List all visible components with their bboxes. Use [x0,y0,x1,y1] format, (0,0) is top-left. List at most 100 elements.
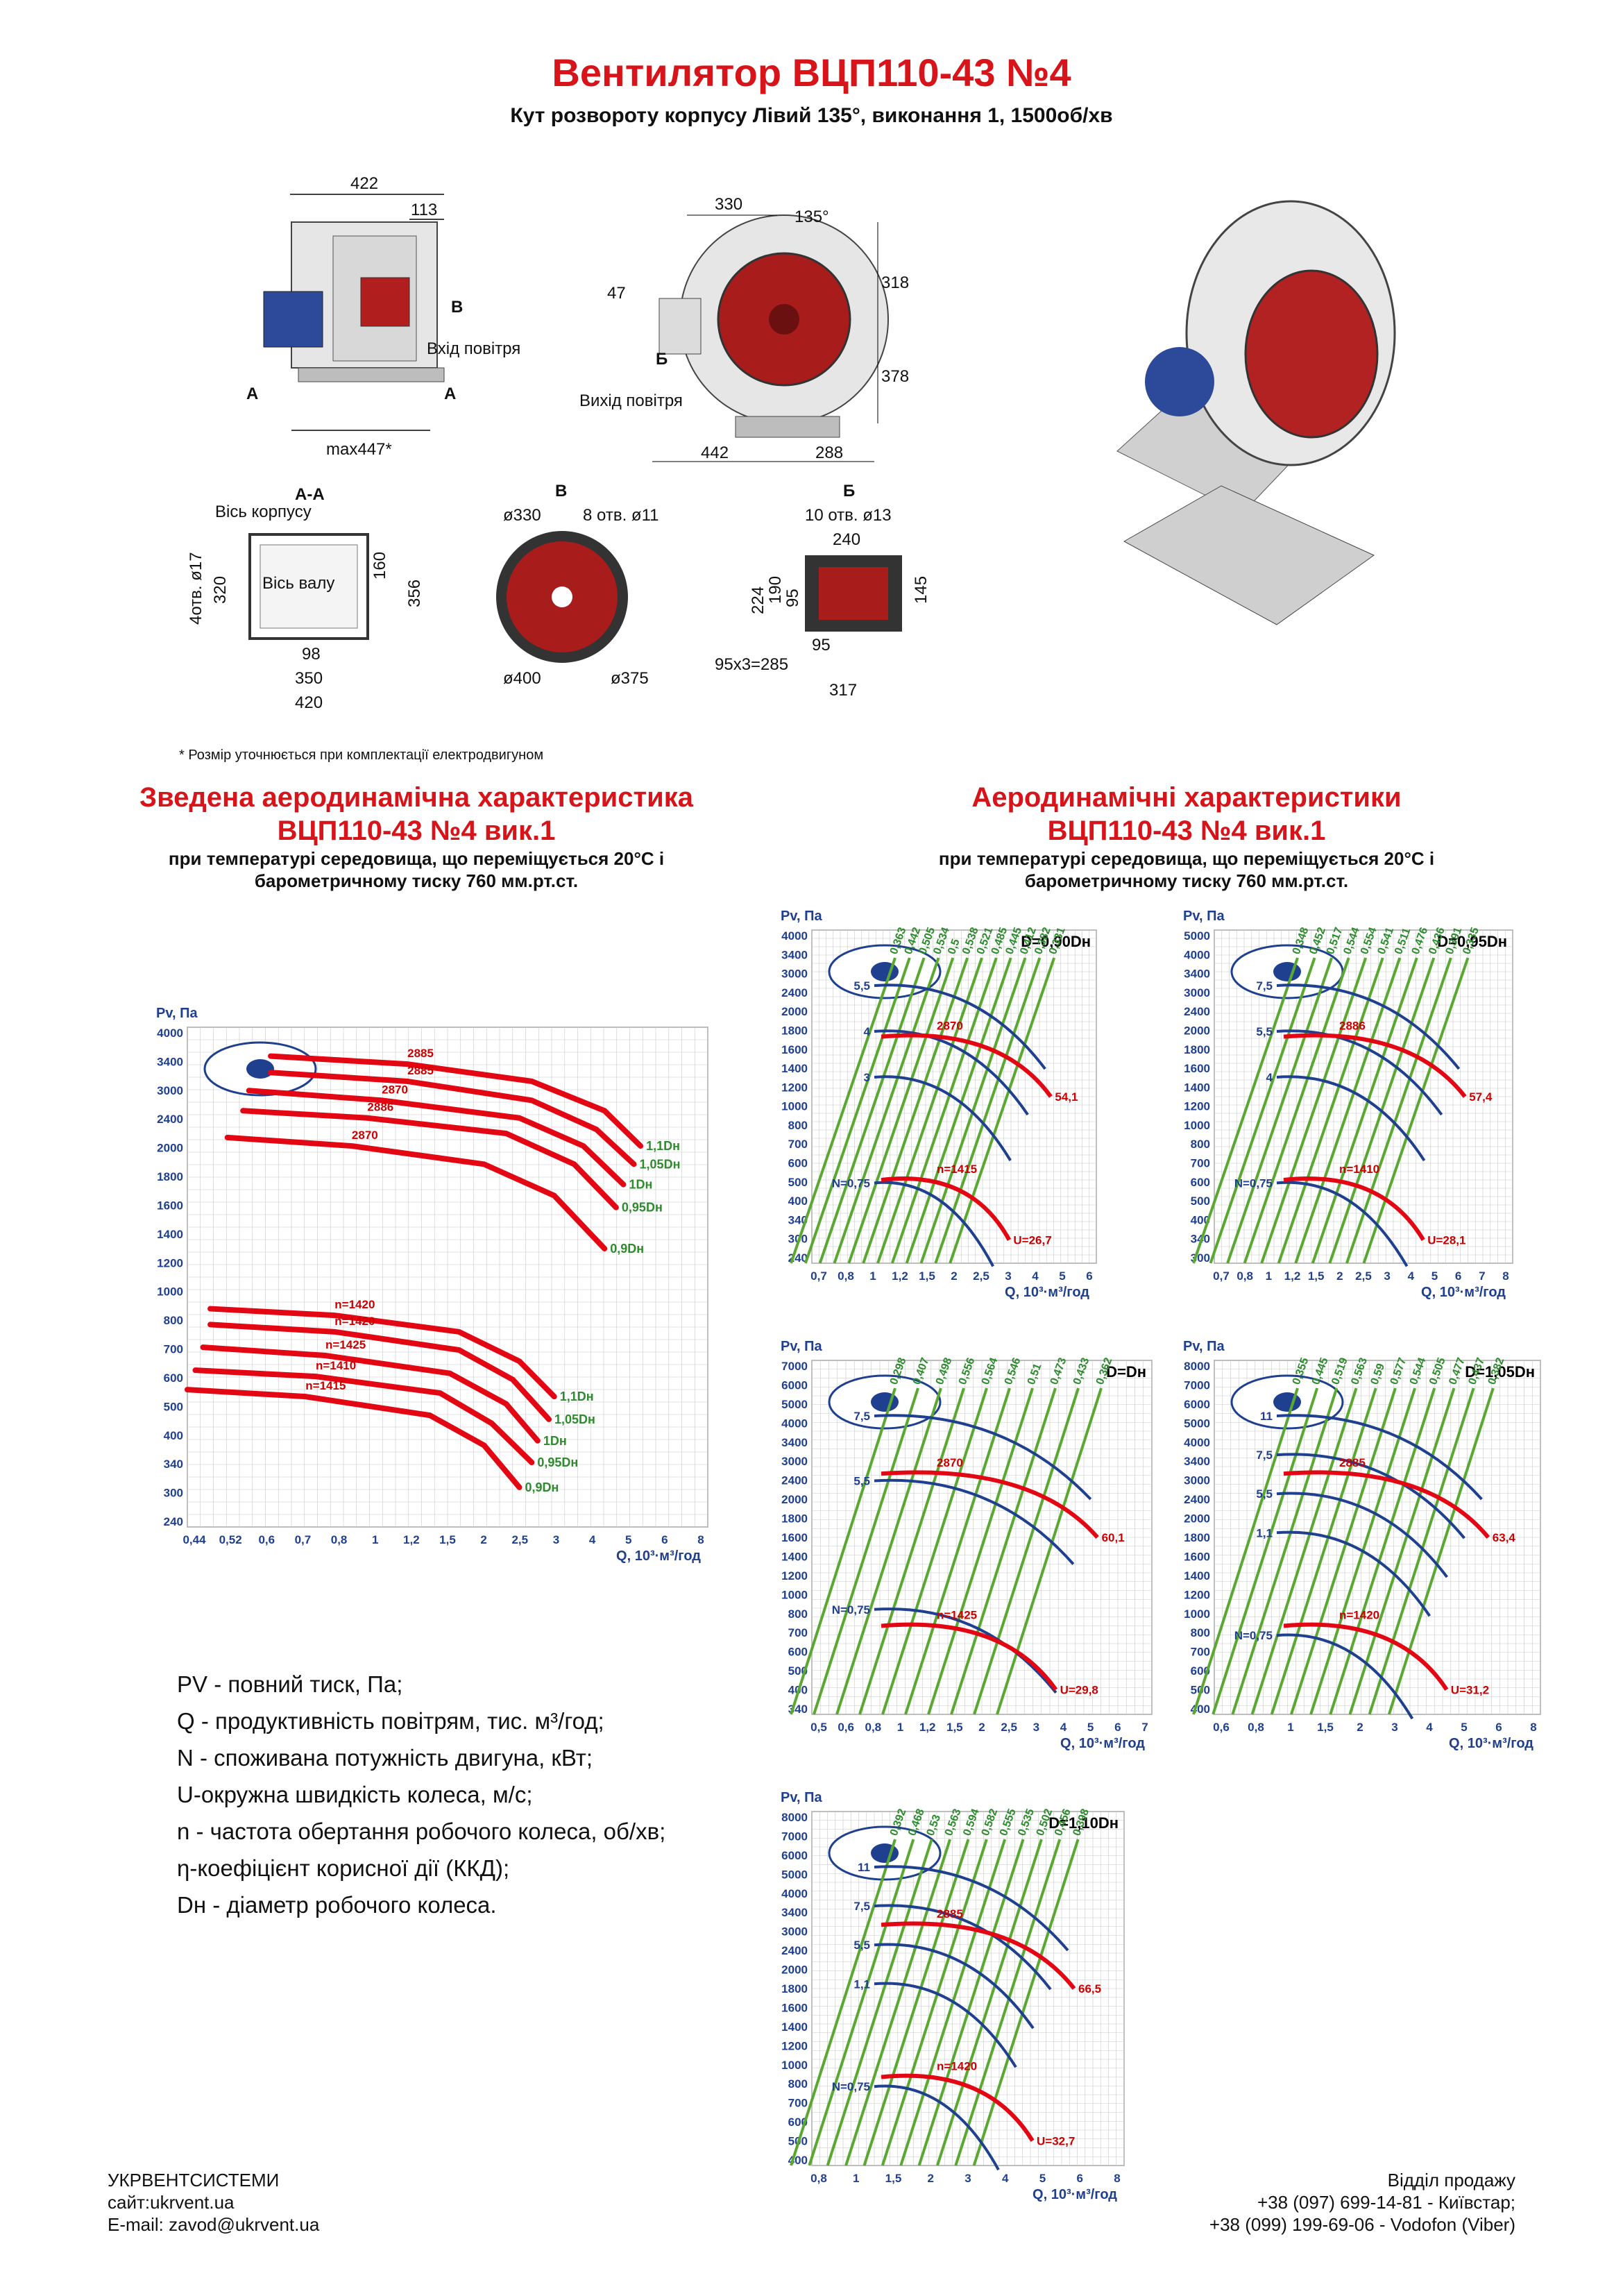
dim-95b: 95 [812,636,831,655]
company-email[interactable]: E-mail: zavod@ukrvent.ua [108,2214,320,2235]
pressure-curve [1283,1622,1449,1691]
efficiency-label: 0,5 [946,938,962,956]
power-curve [874,1181,994,1267]
efficiency-line [790,957,897,1264]
right-section-header: Аеродинамічні характеристики ВЦП110-43 №… [874,781,1499,892]
page-subtitle: Кут розвороту корпусу Лівий 135°, викона… [510,104,1113,127]
dim-318: 318 [881,273,909,292]
efficiency-line [1270,1387,1377,1715]
x-tick-label: 2 [951,1269,957,1283]
y-tick-label: 1000 [1184,1607,1210,1621]
x-tick-label: 5 [1431,1269,1438,1283]
efficiency-line [1362,957,1470,1264]
section-aa-drawing: А-А Вісь корпусу Вісь валу 4отв. ø17 320… [187,485,424,712]
x-tick-label: 1,5 [1317,1721,1334,1734]
y-tick-label: 800 [164,1314,183,1327]
y-tick-label: 800 [788,1119,808,1132]
efficiency-line [973,1387,1080,1715]
x-tick-label: 0,8 [331,1533,348,1546]
power-label: 7,5 [1256,979,1273,993]
power-label: 3 [864,1071,870,1084]
x-tick-label: 1,2 [919,1721,936,1734]
y-tick-label: 340 [788,1213,808,1226]
view-b-drawing: Б 10 отв. ø13 240 224 190 95 145 95 95x3… [715,482,931,700]
y-tick-label: 3400 [157,1055,183,1068]
y-axis-label: Pv, Па [781,1790,822,1805]
power-label: 1,1 [853,1977,870,1991]
x-tick-label: 2,5 [1001,1721,1017,1734]
rpm-label: 2870 [382,1083,408,1096]
x-tick-label: 1,5 [946,1721,963,1734]
front-view-drawing: 330 135° 318 378 47 442 288 Б Вихід пові… [579,195,909,462]
dim-288: 288 [815,444,843,462]
pressure-curve [207,1322,552,1422]
phone-vodafone[interactable]: +38 (099) 199-69-06 - Vodofon (Viber) [1209,2214,1515,2235]
rpm-label: 2885 [407,1064,434,1077]
chart-title: D=Dн [1106,1363,1146,1381]
power-curve [874,984,1046,1070]
power-curve [1276,984,1461,1070]
diameter-label: 1Dн [629,1178,652,1192]
pressure-curve [881,1176,1012,1241]
y-tick-label: 1200 [781,1081,808,1094]
tip-speed-label: 63,4 [1493,1531,1516,1544]
efficiency-line [881,1387,988,1715]
efficiency-line [858,1387,965,1715]
x-tick-label: 2 [928,2172,934,2185]
footer-left: УКРВЕНТСИСТЕМИ сайт:ukrvent.ua E-mail: z… [108,2169,319,2236]
y-tick-label: 1800 [781,1982,808,1995]
efficiency-line [790,1839,897,2166]
label-a-left: А [246,385,258,403]
y-tick-label: 4000 [781,1417,808,1430]
x-tick-label: 3 [965,2172,971,2185]
y-tick-label: 2400 [781,1474,808,1487]
pressure-curve [881,1033,1053,1098]
holes-b: 10 отв. ø13 [805,506,892,525]
phone-kyivstar[interactable]: +38 (097) 699-14-81 - Київстар; [1257,2192,1515,2213]
diameter-label: 1,1Dн [646,1139,680,1153]
chart-title: D=0,95Dн [1437,933,1507,950]
section-aa-title: А-А [295,485,325,504]
efficiency-line [835,1387,942,1715]
power-label: N=0,75 [832,1603,870,1617]
power-curve [1276,1181,1409,1267]
y-tick-label: 5000 [781,1398,808,1411]
power-curve [874,2084,1000,2171]
efficiency-line [1231,1387,1339,1715]
y-tick-label: 3000 [1184,1474,1210,1487]
power-curve [1276,1075,1426,1162]
y-tick-label: 2400 [1184,1493,1210,1506]
tip-speed-label: U=32,7 [1037,2134,1075,2147]
pressure-curve [881,1622,1058,1691]
efficiency-line [1368,1387,1475,1715]
pressure-curve [268,1070,637,1167]
y-tick-label: 1600 [157,1199,183,1212]
y-tick-label: 3400 [781,1906,808,1919]
dim-350: 350 [295,669,323,688]
rpm-label: n=1415 [305,1379,346,1392]
power-label: N=0,75 [1234,1176,1273,1190]
company-site[interactable]: сайт:ukrvent.ua [108,2192,235,2213]
legend-q: Q - продуктивність повітрям, тис. м³/год… [177,1708,604,1734]
rpm-label: 2870 [937,1020,963,1033]
rpm-label: n=1410 [316,1359,356,1372]
x-tick-label: 0,5 [810,1721,827,1734]
y-axis-label: Pv, Па [156,1006,198,1021]
legend-block: PV - повний тиск, Па; Q - продуктивність… [177,1666,665,1923]
x-tick-label: 0,7 [295,1533,312,1546]
y-tick-label: 600 [1191,1176,1210,1189]
power-curve [1276,1633,1414,1720]
y-tick-label: 1000 [781,1588,808,1601]
power-curve [874,1478,1075,1565]
x-tick-label: 0,7 [1213,1269,1230,1283]
y-tick-label: 1000 [157,1285,183,1299]
power-label: 1,1 [1256,1526,1273,1539]
dim-224: 224 [749,586,767,614]
power-label: N=0,75 [1234,1629,1273,1642]
dim-442: 442 [701,444,729,462]
chart-title: D=1,05Dн [1465,1363,1535,1381]
axis-body-label: Вісь корпусу [215,503,312,521]
side-view-drawing: 422 113 max447* В Вхід повітря А А [246,174,520,459]
footer-right: Відділ продажу +38 (097) 699-14-81 - Киї… [1209,2169,1515,2236]
